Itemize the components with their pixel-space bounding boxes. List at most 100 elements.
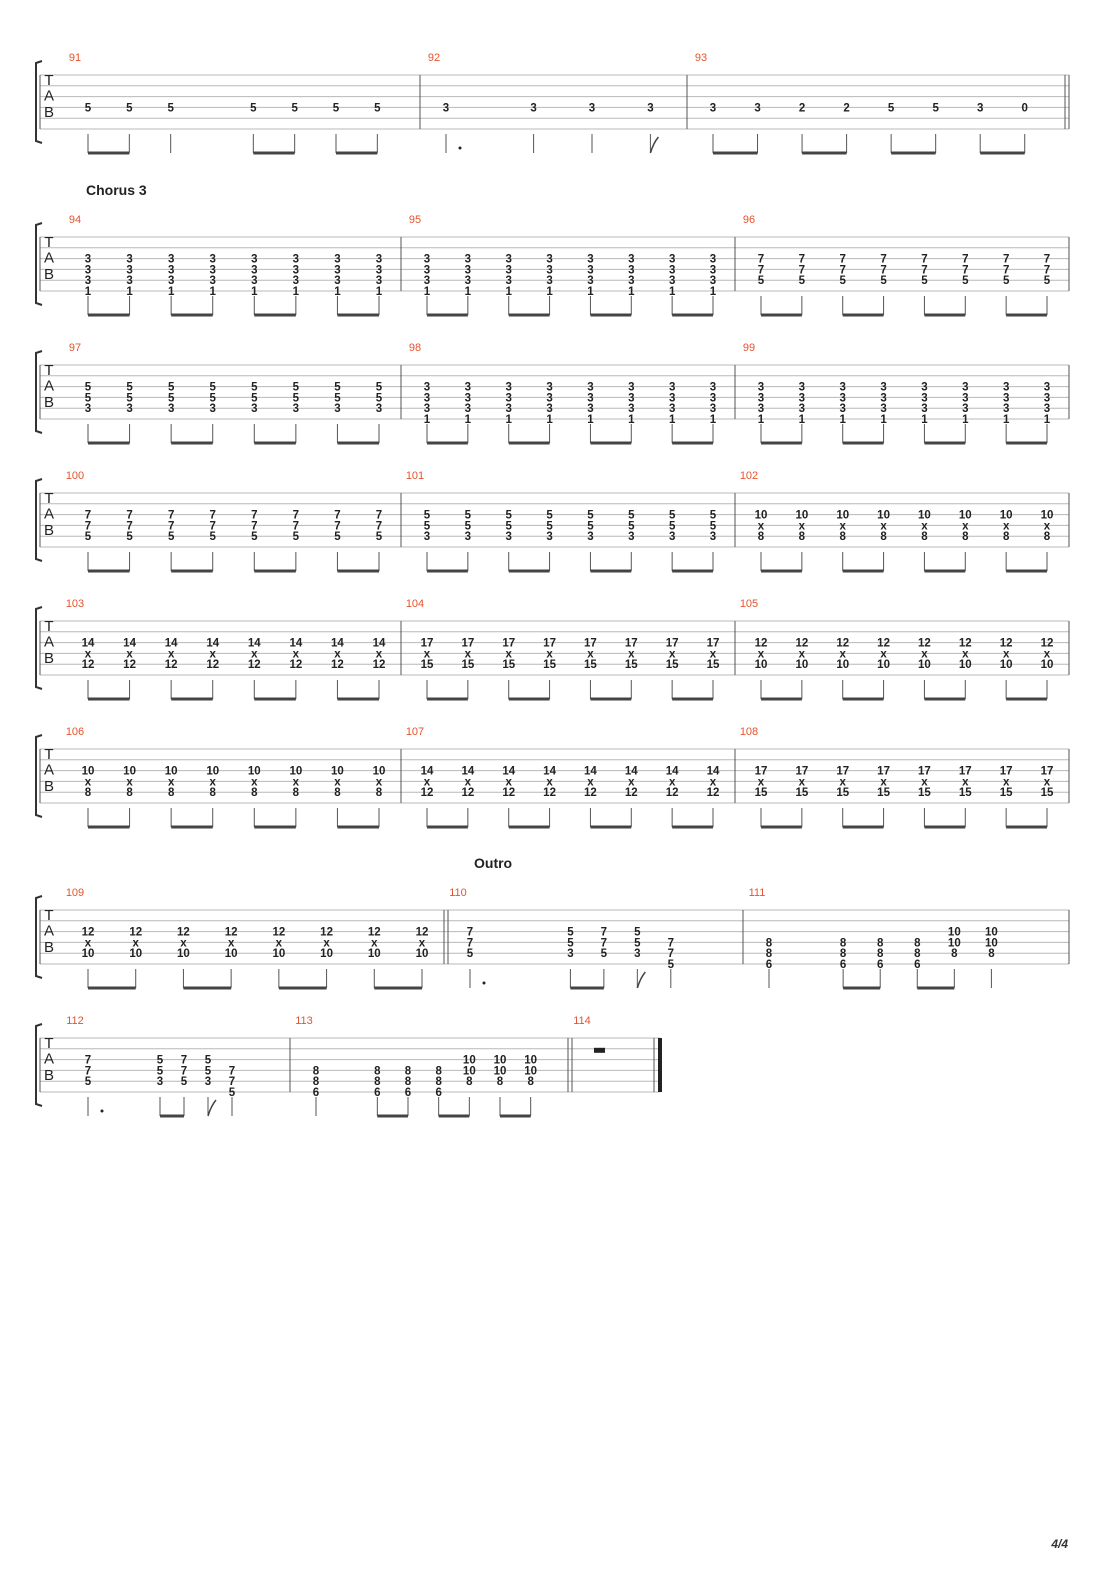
fret-number: 5 (465, 520, 472, 532)
fret-number: 3 (1044, 392, 1050, 404)
fret-number: 5 (85, 102, 92, 114)
fret-number: 8 (758, 531, 765, 543)
fret-number: 1 (465, 286, 472, 298)
fret-number: 12 (289, 659, 302, 671)
dead-note-mark: x (840, 648, 847, 660)
fret-number: 5 (546, 520, 553, 532)
fret-number: 12 (421, 787, 434, 799)
dead-note-mark: x (799, 776, 806, 788)
fret-number: 10 (177, 948, 190, 960)
fret-number: 5 (888, 102, 895, 114)
fret-number: 6 (405, 1087, 411, 1099)
fret-number: 5 (628, 520, 635, 532)
fret-number: 1 (710, 414, 717, 426)
fret-number: 7 (467, 927, 473, 939)
fret-number: 10 (331, 766, 344, 778)
fret-number: 3 (647, 102, 653, 114)
fret-number: 1 (168, 286, 175, 298)
dead-note-mark: x (840, 776, 847, 788)
fret-number: 12 (543, 787, 556, 799)
fret-number: 10 (368, 948, 381, 960)
fret-number: 10 (795, 659, 808, 671)
fret-number: 3 (799, 403, 805, 415)
fret-number: 14 (373, 638, 386, 650)
fret-number: 7 (168, 520, 174, 532)
dead-note-mark: x (465, 648, 472, 660)
fret-number: 5 (799, 275, 806, 287)
fret-number: 10 (129, 948, 142, 960)
fret-number: 3 (628, 392, 634, 404)
fret-number: 10 (877, 659, 890, 671)
fret-number: 5 (758, 275, 765, 287)
dead-note-mark: x (293, 776, 300, 788)
fret-number: 15 (795, 787, 808, 799)
system-bracket (35, 478, 43, 562)
tab-clef-letter: T (44, 234, 53, 251)
fret-number: 3 (962, 403, 968, 415)
fret-number: 10 (165, 766, 178, 778)
fret-number: 5 (168, 382, 175, 394)
fret-number: 1 (210, 286, 217, 298)
dead-note-mark: x (669, 776, 676, 788)
fret-number: 3 (628, 531, 634, 543)
fret-number: 3 (465, 382, 471, 394)
fret-number: 10 (1000, 510, 1013, 522)
fret-number: 7 (880, 254, 886, 266)
fret-number: 3 (210, 403, 216, 415)
fret-number: 3 (710, 382, 716, 394)
fret-number: 5 (669, 510, 676, 522)
fret-number: 3 (465, 264, 471, 276)
fret-number: 3 (126, 264, 132, 276)
system-bracket (35, 734, 43, 818)
system-bracket (35, 606, 43, 690)
fret-number: 8 (497, 1076, 504, 1088)
fret-number: 2 (799, 102, 805, 114)
fret-number: 12 (918, 638, 931, 650)
fret-number: 1 (628, 414, 635, 426)
fret-number: 5 (293, 382, 300, 394)
fret-number: 5 (210, 531, 217, 543)
tab-clef-letter: B (44, 650, 54, 667)
fret-number: 3 (962, 392, 968, 404)
fret-number: 8 (951, 948, 958, 960)
dead-note-mark: x (180, 937, 187, 949)
fret-number: 12 (416, 927, 429, 939)
fret-number: 8 (799, 531, 806, 543)
fret-number: 17 (584, 638, 597, 650)
fret-number: 14 (206, 638, 219, 650)
fret-number: 5 (168, 531, 175, 543)
fret-number: 3 (506, 275, 512, 287)
fret-number: 14 (165, 638, 178, 650)
fret-number: 5 (587, 510, 594, 522)
dead-note-mark: x (840, 520, 847, 532)
fret-number: 17 (666, 638, 679, 650)
fret-number: 10 (1041, 510, 1054, 522)
fret-number: 15 (584, 659, 597, 671)
fret-number: 5 (467, 948, 474, 960)
fret-number: 10 (836, 510, 849, 522)
fret-number: 3 (921, 392, 927, 404)
fret-number: 3 (880, 403, 886, 415)
fret-number: 12 (82, 927, 95, 939)
dead-note-mark: x (168, 648, 175, 660)
fret-number: 14 (543, 766, 556, 778)
fret-number: 3 (754, 102, 760, 114)
fret-number: 12 (707, 787, 720, 799)
fret-number: 3 (758, 392, 764, 404)
fret-number: 3 (587, 275, 593, 287)
fret-number: 8 (988, 948, 995, 960)
fret-number: 7 (601, 927, 607, 939)
fret-number: 1 (424, 414, 431, 426)
fret-number: 5 (921, 275, 928, 287)
dead-note-mark: x (465, 776, 472, 788)
measure-number: 111 (749, 887, 766, 899)
dead-note-mark: x (85, 937, 92, 949)
fret-number: 1 (126, 286, 133, 298)
fret-number: 3 (587, 382, 593, 394)
dead-note-mark: x (506, 776, 513, 788)
fret-number: 12 (320, 927, 333, 939)
tab-clef-letter: T (44, 618, 53, 635)
fret-number: 10 (877, 510, 890, 522)
fret-number: 3 (921, 382, 927, 394)
fret-number: 5 (126, 392, 133, 404)
